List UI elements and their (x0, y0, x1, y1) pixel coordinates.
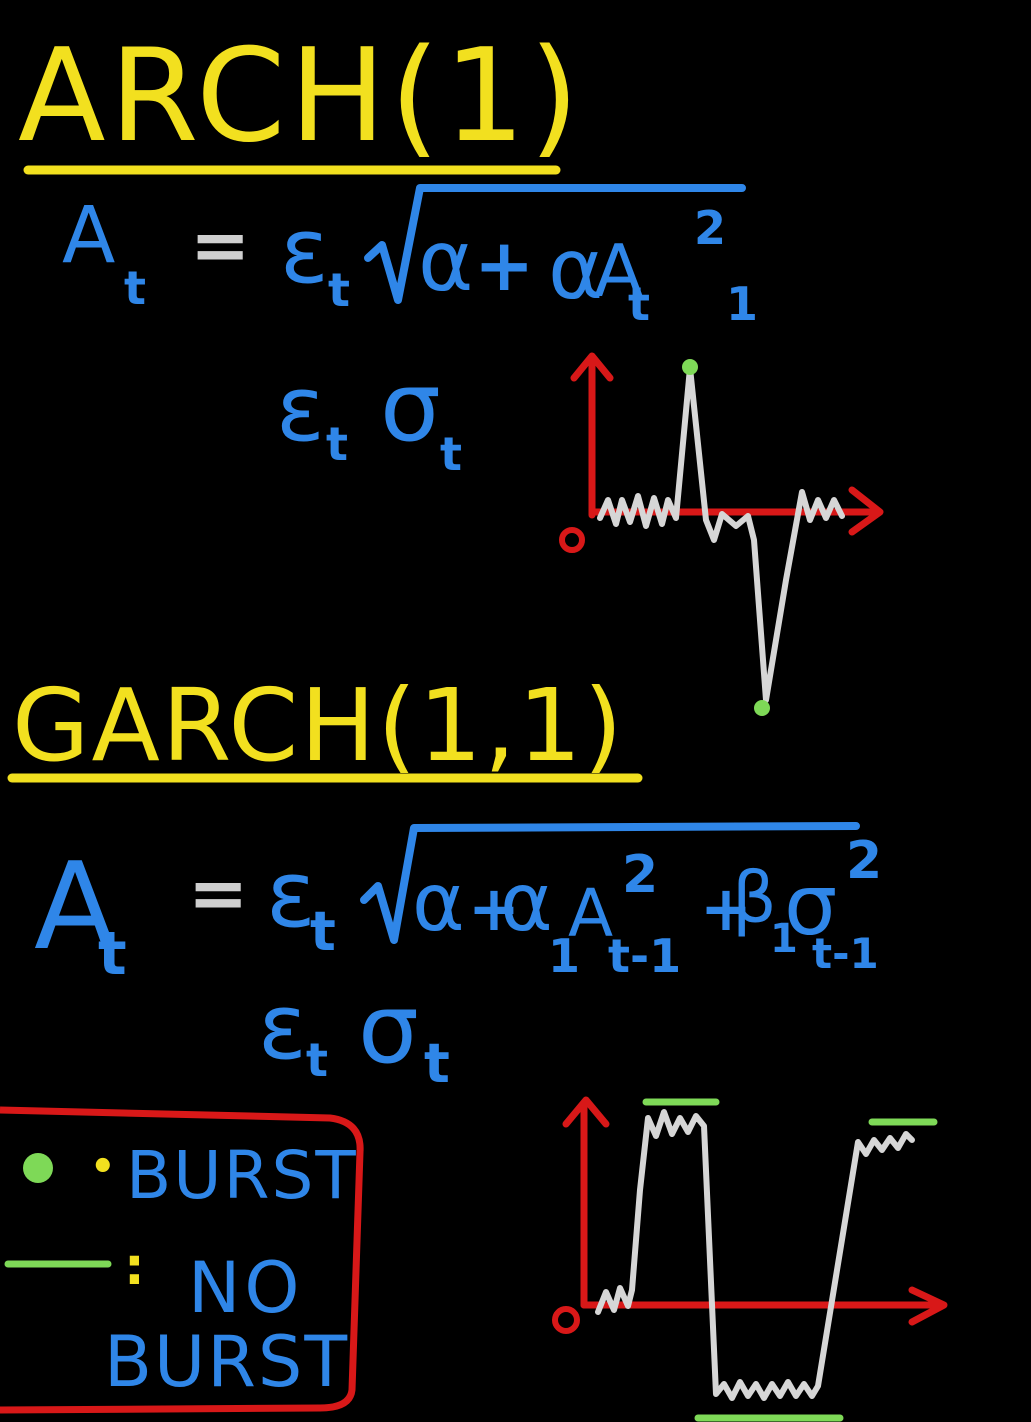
garch-sigma: σ (784, 856, 837, 954)
legend-frame (0, 1106, 364, 1414)
arch-alpha1: α (548, 220, 603, 318)
garch-a-term: A (568, 875, 613, 952)
garch-plot-series (595, 1109, 915, 1401)
arch-radical (364, 184, 746, 304)
garch-title: GARCH(1,1) (12, 667, 624, 784)
arch-alpha0: α (418, 212, 473, 310)
garch-eps-sub: t (310, 900, 336, 963)
garch-line2-eps-sub: t (306, 1033, 328, 1087)
arch-line2-sigma: σ (380, 351, 441, 463)
garch-plot (552, 1096, 948, 1422)
legend-burst-sep: • (90, 1144, 116, 1190)
arch-a-term-sup: 2 (694, 201, 726, 255)
garch-sigma-sub: t-1 (812, 929, 879, 978)
legend-burst-label: BURST (126, 1137, 358, 1214)
garch-plus2: + (700, 872, 752, 945)
garch-lhs-sub: t (98, 919, 127, 989)
arch-plot-x-arrowhead (848, 486, 884, 536)
garch-line2: ε t σ t (258, 973, 450, 1095)
garch-a-term-sup: 2 (622, 845, 658, 905)
arch-equals: = (190, 203, 250, 287)
garch-beta-sub: 1 (770, 916, 798, 962)
arch-line2-eps-sub: t (326, 417, 348, 471)
garch-alpha0: α (412, 856, 465, 949)
arch-lhs-sub: t (124, 261, 146, 315)
garch-eps: ε (266, 841, 316, 948)
arch-plot-burst-dot-low (754, 700, 770, 716)
arch-plot-series (597, 365, 845, 703)
arch-line2-sigma-sub: t (440, 427, 462, 481)
garch-sigma-sup: 2 (846, 831, 882, 891)
garch-a-term-sub: t-1 (608, 929, 681, 983)
legend-noburst-label-2: BURST (104, 1321, 349, 1403)
garch-radical (360, 822, 860, 944)
arch-line2: ε t σ t (276, 351, 462, 481)
arch-line2-eps: ε (276, 357, 325, 462)
arch-equation: A t = ε t α + α A 2 t 1 (62, 184, 788, 331)
arch-plot-y-arrowhead (570, 352, 614, 382)
arch-eps: ε (280, 199, 329, 304)
garch-equation: A t = ε t α + α 1 A 2 t-1 + β 1 σ 2 t-1 (34, 822, 882, 989)
garch-line2-sigma-sub: t (424, 1032, 450, 1095)
arch-title: ARCH(1) (18, 22, 583, 171)
garch-beta: β (732, 857, 777, 939)
garch-plot-x-arrowhead (908, 1286, 948, 1326)
arch-plot (559, 352, 884, 716)
arch-a-term: A (594, 229, 643, 313)
arch-eps-sub: t (328, 263, 350, 317)
garch-alpha1: α (500, 856, 553, 949)
garch-line2-sigma: σ (358, 973, 419, 1085)
legend-noburst-sep: : (124, 1237, 145, 1297)
legend: • BURST : NO BURST (0, 1106, 364, 1414)
garch-line2-eps: ε (258, 975, 307, 1080)
arch-plot-burst-dot-high (682, 359, 698, 375)
garch-plot-y-arrowhead (562, 1096, 610, 1128)
arch-a-term-sub: t 1 (628, 277, 788, 331)
legend-burst-dot-icon (23, 1153, 53, 1183)
arch-plus: + (474, 223, 534, 307)
legend-noburst-label-1: NO (188, 1247, 303, 1329)
garch-plus1: + (468, 872, 520, 945)
arch-plot-origin (559, 527, 585, 553)
garch-equals: = (188, 851, 248, 935)
garch-plot-origin (552, 1306, 580, 1334)
garch-lhs: A (34, 838, 116, 977)
arch-lhs: A (62, 191, 115, 281)
garch-alpha1-sub: 1 (548, 929, 580, 983)
